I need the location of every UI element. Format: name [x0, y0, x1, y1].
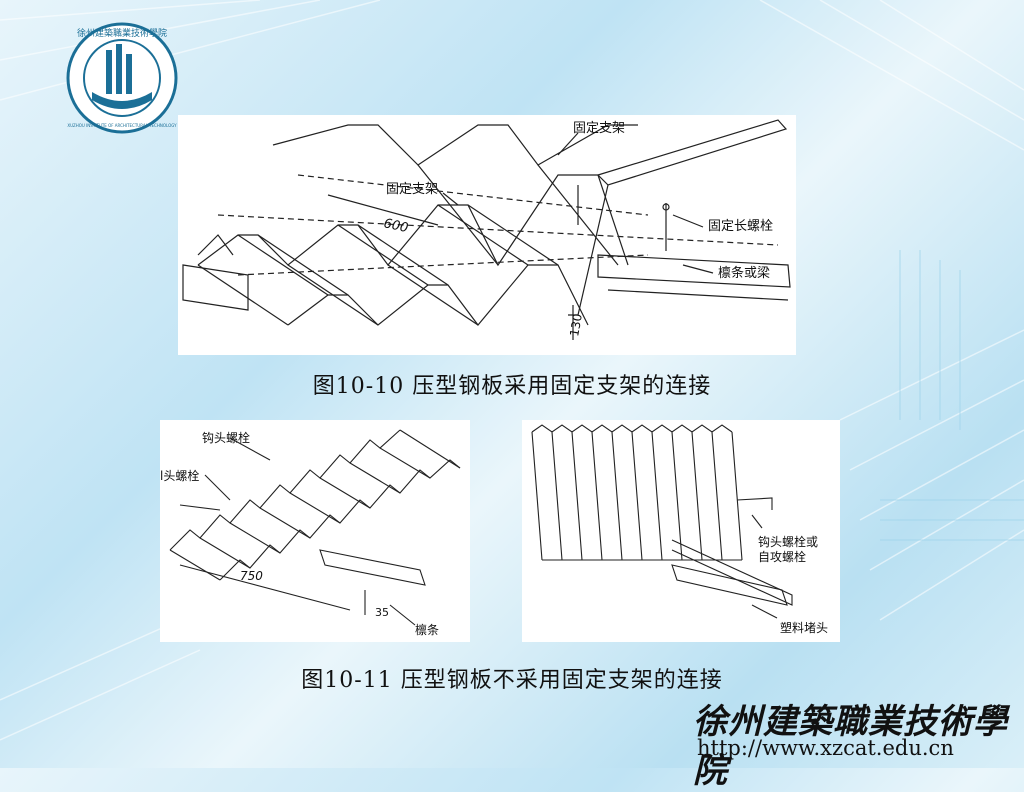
label-hook-or-self-tapping-bolt-line1: 钩头螺栓或 — [758, 534, 818, 549]
figure-10-11-right-drawing: 钩头螺栓或 自攻螺栓 塑料堵头 — [522, 420, 840, 642]
label-hook-bolt: 钩头螺栓 — [202, 430, 250, 445]
label-fixed-bracket-top: 固定支架 — [573, 121, 625, 136]
dim-35: 35 — [375, 606, 389, 619]
caption-figure-10-11: 图10-11 压型钢板不采用固定支架的连接 — [301, 668, 723, 693]
label-purlin: 檩条 — [415, 622, 439, 637]
label-hook-or-self-tapping-bolt-line2: 自攻螺栓 — [758, 549, 806, 564]
caption-figure-10-10: 图10-10 压型钢板采用固定支架的连接 — [312, 374, 712, 399]
label-hook-bolt-cut: l头螺栓 — [160, 468, 199, 483]
logo-top-text: 徐州建築職業技術學院 — [77, 27, 167, 39]
figure-10-11-left-drawing: 钩头螺栓 l头螺栓 750 35 檩条 — [160, 420, 470, 642]
dim-750: 750 — [240, 569, 263, 583]
figure-10-10-drawing: 固定支架 固定支架 固定长螺栓 檩条或梁 600 130 — [178, 115, 796, 355]
dim-130: 130 — [567, 313, 585, 338]
logo-ring-text: XUZHOU INSTITUTE OF ARCHITECTURAL TECHNO… — [67, 123, 177, 128]
label-purlin-or-beam: 檩条或梁 — [718, 265, 770, 281]
footer-url: http://www.xzcat.edu.cn — [697, 736, 954, 760]
school-logo: 徐州建築職業技術學院 XUZHOU INSTITUTE OF ARCHITECT… — [66, 22, 178, 134]
label-plastic-plug: 塑料堵头 — [780, 620, 828, 635]
dim-600: 600 — [382, 216, 409, 236]
label-fixed-bracket-mid: 固定支架 — [386, 182, 438, 197]
label-fixed-long-bolt: 固定长螺栓 — [708, 219, 773, 234]
background-decoration — [880, 250, 1024, 541]
